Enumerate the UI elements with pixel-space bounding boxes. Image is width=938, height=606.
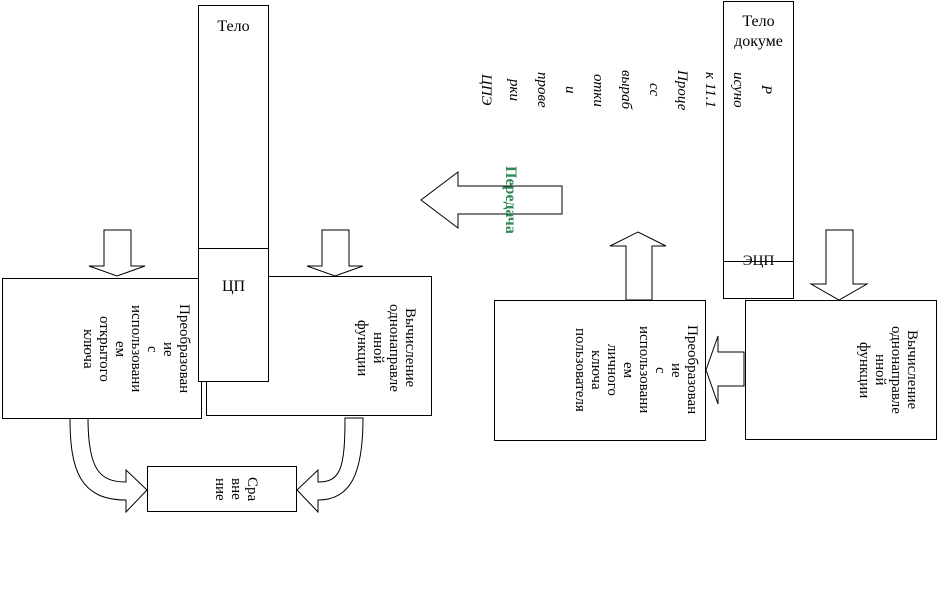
figure-caption: Р исуно к 11.1 Проце сс выраб отки и про… (478, 69, 774, 111)
curved-arrow-right (296, 417, 364, 514)
right-hash-block (745, 300, 937, 440)
right-private-key-block (494, 300, 706, 441)
down-arrow-right (809, 229, 869, 301)
left-signature-label: ЦП (221, 278, 246, 295)
right-signature-label: ЭЦП (742, 253, 775, 269)
up-arrow-right (609, 231, 667, 301)
right-signature-box (723, 261, 794, 299)
transfer-arrow (420, 170, 563, 230)
right-private-key-text: Преобразован ие с использовани ем личног… (572, 325, 700, 415)
down-arrow-left (88, 229, 146, 277)
left-body-label: Тело (217, 18, 250, 35)
right-doc-label: Тело докуме (734, 13, 783, 50)
left-hash-text: Вычисление однонаправле нной функции (354, 304, 418, 392)
left-public-key-text: Преобразован ие с использовани ем открыт… (80, 304, 192, 394)
transfer-label: Передача (502, 166, 519, 234)
down-arrow-left-hash (306, 229, 364, 277)
left-arrow-right (705, 335, 745, 405)
left-signature-box (198, 248, 269, 382)
right-hash-text: Вычисление однонаправле нной функции (856, 326, 920, 414)
compare-block (147, 466, 297, 512)
curved-arrow-left (69, 417, 148, 514)
compare-text: Сра вне ние (212, 476, 260, 502)
